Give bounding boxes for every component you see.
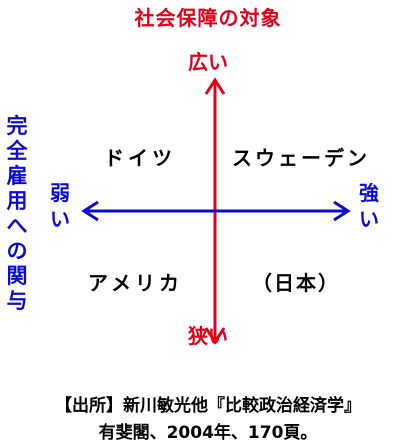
- horizontal-axis-left-label: 弱い: [50, 181, 70, 231]
- vertical-axis-bottom-label: 狭い: [188, 324, 228, 348]
- horizontal-axis-right-label: 強い: [359, 181, 379, 231]
- diagram-title: 社会保障の対象: [134, 6, 282, 30]
- quadrant-bottom-right-label: （日本）: [252, 271, 340, 295]
- horizontal-axis-title: 完全雇用への関与: [6, 114, 28, 313]
- horizontal-axis-left-arrowhead: [81, 200, 99, 222]
- source-citation-line2: 有斐閣、2004年、170頁。: [98, 423, 318, 443]
- quadrant-bottom-left-label: アメリカ: [88, 271, 183, 295]
- quadrant-top-right-label: スウェーデン: [232, 146, 370, 170]
- horizontal-axis-right-arrowhead: [333, 200, 351, 222]
- vertical-axis-top-label: 広い: [188, 50, 228, 74]
- quadrant-top-left-label: ドイツ: [104, 146, 176, 170]
- vertical-axis-top-arrowhead: [204, 77, 226, 95]
- vertical-axis-bottom-arrowhead: [204, 327, 226, 345]
- source-citation-line1: 【出所】新川敏光他『比較政治経済学』: [55, 396, 361, 416]
